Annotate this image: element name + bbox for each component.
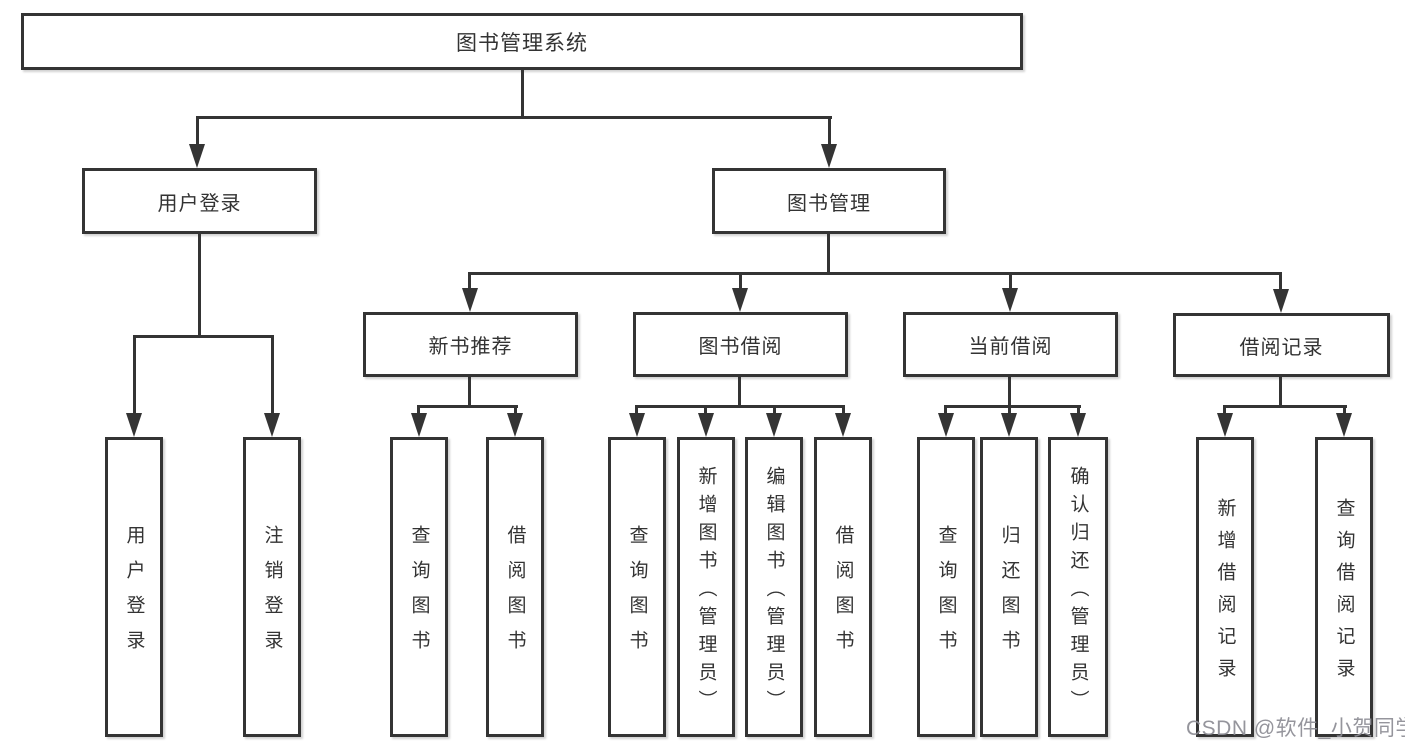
arrow-down-icon (1001, 413, 1017, 437)
arrow-down-icon (821, 144, 837, 168)
arrow-down-icon (732, 288, 748, 312)
connector-line (468, 272, 1282, 275)
arrow-down-icon (189, 144, 205, 168)
connector-line (944, 405, 947, 415)
connector-line (738, 377, 741, 408)
connector-line (1008, 405, 1011, 415)
connector-line (417, 405, 518, 408)
leaf-confirm-return-admin-label: 确认归还（管理员） (1067, 465, 1089, 718)
node-new-book-recommend-label: 新书推荐 (428, 336, 513, 358)
leaf-logout: 注销登录 (243, 437, 301, 737)
connector-line (1343, 405, 1346, 415)
connector-line (271, 335, 274, 415)
connector-line (133, 335, 136, 415)
leaf-return-books-label: 归还图书 (998, 525, 1020, 665)
arrow-down-icon (938, 413, 954, 437)
connector-line (514, 405, 517, 415)
connector-line (635, 405, 638, 415)
leaf-return-books: 归还图书 (980, 437, 1038, 737)
arrow-down-icon (766, 413, 782, 437)
node-user-login-branch: 用户登录 (82, 168, 317, 234)
leaf-confirm-return-admin: 确认归还（管理员） (1048, 437, 1108, 737)
leaf-query-books-recommend-label: 查询图书 (408, 525, 430, 665)
arrow-down-icon (1002, 288, 1018, 312)
csdn-watermark: CSDN @软件_小贺同学 (1186, 717, 1405, 740)
connector-line (1223, 405, 1226, 415)
connector-line (196, 116, 832, 119)
arrow-down-icon (698, 413, 714, 437)
leaf-query-books-recommend: 查询图书 (390, 437, 448, 737)
node-user-login-branch-label: 用户登录 (157, 192, 242, 215)
node-current-borrowing-label: 当前借阅 (968, 336, 1053, 358)
connector-line (1008, 377, 1011, 408)
leaf-borrow-books-recommend-label: 借阅图书 (504, 525, 526, 665)
leaf-borrow-books-borrowing-label: 借阅图书 (832, 525, 854, 665)
node-borrowing-records-label: 借阅记录 (1239, 336, 1324, 359)
node-new-book-recommend: 新书推荐 (363, 312, 578, 377)
connector-line (417, 405, 420, 415)
arrow-down-icon (1273, 289, 1289, 313)
leaf-add-books-admin-label: 新增图书（管理员） (695, 465, 717, 718)
node-current-borrowing: 当前借阅 (903, 312, 1118, 377)
connector-line (944, 405, 1081, 408)
node-book-management-label: 图书管理 (787, 192, 871, 215)
leaf-logout-label: 注销登录 (261, 525, 283, 665)
leaf-borrow-books-borrowing: 借阅图书 (814, 437, 872, 737)
connector-line (1077, 405, 1080, 415)
leaf-query-books-current: 查询图书 (917, 437, 975, 737)
arrow-down-icon (462, 288, 478, 312)
connector-line (1279, 377, 1282, 408)
connector-line (1009, 272, 1012, 290)
leaf-add-borrow-record-label: 新增借阅记录 (1214, 497, 1236, 690)
leaf-query-books-borrowing: 查询图书 (608, 437, 666, 737)
leaf-add-books-admin: 新增图书（管理员） (677, 437, 735, 737)
connector-line (704, 405, 707, 415)
connector-line (468, 272, 471, 290)
leaf-query-borrow-record: 查询借阅记录 (1315, 437, 1373, 737)
arrow-down-icon (126, 413, 142, 437)
leaf-query-borrow-record-label: 查询借阅记录 (1333, 497, 1355, 690)
arrow-down-icon (1336, 413, 1352, 437)
connector-line (773, 405, 776, 415)
node-book-borrowing: 图书借阅 (633, 312, 848, 377)
leaf-query-books-current-label: 查询图书 (935, 525, 957, 665)
arrow-down-icon (411, 413, 427, 437)
leaf-user-login-label: 用户登录 (123, 525, 145, 665)
connector-line (635, 405, 845, 408)
node-book-borrowing-label: 图书借阅 (698, 336, 783, 358)
connector-line (468, 377, 471, 408)
arrow-down-icon (264, 413, 280, 437)
connector-line (1279, 272, 1282, 291)
arrow-down-icon (507, 413, 523, 437)
node-library-system: 图书管理系统 (21, 13, 1023, 70)
connector-line (842, 405, 845, 415)
node-book-management: 图书管理 (712, 168, 946, 234)
leaf-query-books-borrowing-label: 查询图书 (626, 525, 648, 665)
connector-line (827, 234, 830, 275)
node-borrowing-records: 借阅记录 (1173, 313, 1390, 377)
connector-line (739, 272, 742, 290)
connector-line (1223, 405, 1347, 408)
leaf-edit-books-admin-label: 编辑图书（管理员） (763, 465, 785, 718)
leaf-user-login: 用户登录 (105, 437, 163, 737)
leaf-add-borrow-record: 新增借阅记录 (1196, 437, 1254, 737)
connector-line (133, 335, 274, 338)
arrow-down-icon (1070, 413, 1086, 437)
leaf-edit-books-admin: 编辑图书（管理员） (745, 437, 803, 737)
arrow-down-icon (1217, 413, 1233, 437)
connector-line (198, 234, 201, 338)
node-library-system-label: 图书管理系统 (456, 31, 588, 55)
connector-line (521, 70, 524, 118)
leaf-borrow-books-recommend: 借阅图书 (486, 437, 544, 737)
connector-line (828, 116, 831, 147)
arrow-down-icon (629, 413, 645, 437)
connector-line (196, 116, 199, 146)
arrow-down-icon (835, 413, 851, 437)
